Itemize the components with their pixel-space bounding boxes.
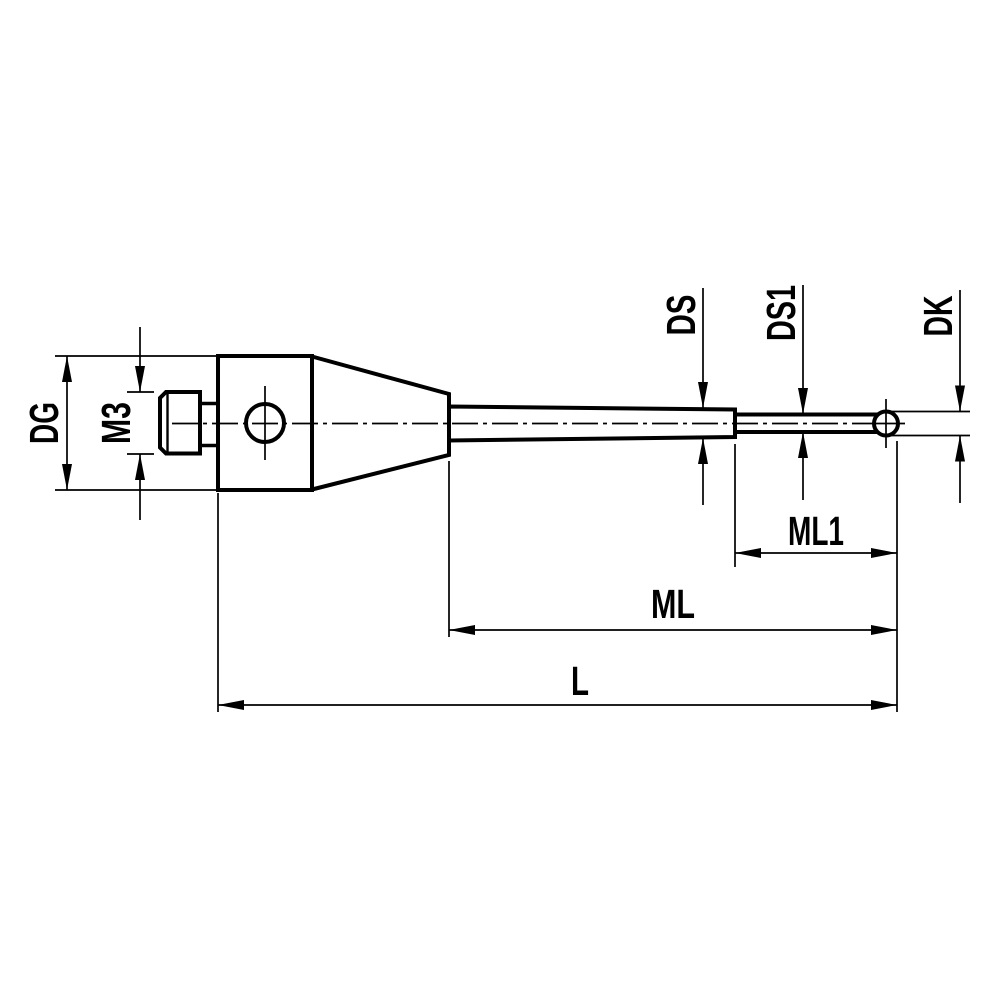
dimension-ml: ML [448, 461, 897, 637]
arrowhead-down [62, 464, 72, 490]
arrowhead-left [218, 700, 244, 710]
dimension-ds1: DS1 [758, 285, 808, 500]
dimension-label-ds1: DS1 [758, 285, 804, 341]
arrowhead-right [871, 548, 897, 558]
dimension-label-ds: DS [658, 295, 704, 336]
arrowhead-up [698, 438, 708, 464]
arrowhead-left [735, 548, 761, 558]
dimension-label-dk: DK [915, 295, 961, 336]
arrowhead-down [955, 385, 965, 412]
arrowhead-up [955, 435, 965, 462]
dimension-label-m3: M3 [93, 402, 139, 444]
dimension-label-dg: DG [21, 402, 67, 444]
arrowhead-left [449, 625, 475, 635]
arrowhead-up [798, 432, 808, 458]
dimension-label-ml1: ML1 [788, 508, 844, 554]
dimension-label-l: L [571, 658, 589, 704]
dimension-dg: DG [21, 355, 218, 491]
dimension-label-ml: ML [651, 581, 695, 627]
dimension-l: L [217, 441, 898, 712]
dimension-ml1: ML1 [734, 444, 897, 567]
arrowhead-down [135, 366, 145, 392]
arrowhead-down [798, 388, 808, 414]
dimension-m3: M3 [93, 327, 154, 520]
arrowhead-up [62, 356, 72, 382]
arrowhead-down [698, 382, 708, 408]
arrowhead-up [135, 454, 145, 480]
arrowhead-right [871, 625, 897, 635]
dimension-dk: DK [890, 290, 970, 503]
arrowhead-right [871, 700, 897, 710]
stylus-figure [158, 353, 905, 493]
dimension-ds: DS [658, 288, 708, 505]
